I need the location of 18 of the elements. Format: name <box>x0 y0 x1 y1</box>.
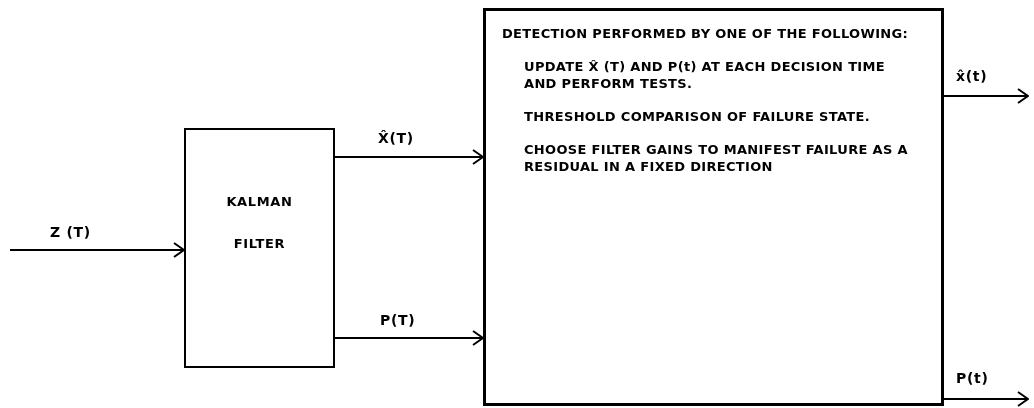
arrow <box>943 88 1029 104</box>
box-text: THRESHOLD COMPARISON OF FAILURE STATE. <box>523 108 871 125</box>
box-text: CHOOSE FILTER GAINS TO MANIFEST FAILURE AS A RESIDUAL IN A FIXED DIRECTION <box>523 141 909 175</box>
box-text: UPDATE X̂ (T) AND P(t) AT EACH DECISION TIME AND PERFORM TESTS. <box>523 58 886 92</box>
box-text: FILTER <box>233 234 286 253</box>
edge-label: Z (T) <box>50 223 91 242</box>
edge-label: x̂(t) <box>956 67 988 86</box>
edge-label: P(t) <box>956 369 989 388</box>
process-box <box>483 8 944 406</box>
arrow <box>9 242 185 258</box>
arrow <box>334 149 484 165</box>
arrow <box>943 391 1029 407</box>
box-text: DETECTION PERFORMED BY ONE OF THE FOLLOWING: <box>502 25 909 42</box>
edge-label: X̂(T) <box>378 129 414 148</box>
box-text: KALMAN <box>226 193 293 211</box>
arrow <box>334 330 484 346</box>
process-box <box>184 128 335 368</box>
edge-label: P(T) <box>380 311 416 330</box>
